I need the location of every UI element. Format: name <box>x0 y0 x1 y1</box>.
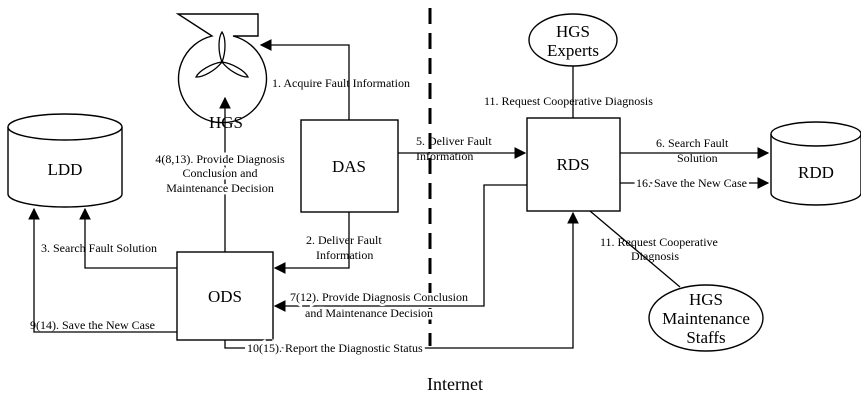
edge-9-label: 9(14). Save the New Case <box>30 318 155 332</box>
edge-save-new-case-ldd <box>28 207 177 333</box>
edge-1-label: 1. Acquire Fault Information <box>272 76 410 90</box>
edge-7-label-1: 7(12). Provide Diagnosis Conclusion <box>290 290 468 304</box>
rdd-label: RDD <box>798 163 834 182</box>
ods-node: ODS <box>176 251 274 341</box>
edge-request-coop-staffs <box>589 210 681 288</box>
edge-6-label-1: 6. Search Fault <box>656 136 729 150</box>
edge-11b-label-2: Diagnosis <box>631 249 679 263</box>
hgs-experts-node: HGS Experts <box>528 13 618 67</box>
hgs-experts-line-2: Experts <box>547 41 599 60</box>
edge-4-label-1: 4(8,13). Provide Diagnosis <box>155 152 285 166</box>
ldd-database: LDD <box>7 113 123 208</box>
ldd-label: LDD <box>48 160 83 179</box>
edge-report-diagnostic-status <box>224 211 579 349</box>
hgs-label: HGS <box>209 113 243 132</box>
edge-deliver-fault-info-ods <box>273 212 350 274</box>
hgs-experts-line-1: HGS <box>556 22 590 41</box>
edge-search-fault-solution-ldd <box>79 207 177 269</box>
edge-5-label-2: Information <box>416 149 473 163</box>
edge-2-label-1: 2. Deliver Fault <box>306 233 382 247</box>
edge-11b-label-1: 11. Request Cooperative <box>600 235 718 249</box>
das-node: DAS <box>300 119 399 213</box>
hgs-fan-icon <box>175 13 268 124</box>
edge-provide-conclusion-ods <box>273 184 527 312</box>
edge-10-label: 10(15). Report the Diagnostic Status <box>247 341 423 355</box>
edge-4-label-3: Maintenance Decision <box>166 181 274 195</box>
edge-3-label: 3. Search Fault Solution <box>41 241 157 255</box>
ods-label: ODS <box>208 287 242 306</box>
rds-node: RDS <box>526 117 621 212</box>
edge-2-label-2: Information <box>316 248 373 262</box>
rds-label: RDS <box>556 155 589 174</box>
hgs-staffs-line-1: HGS <box>689 290 723 309</box>
edge-acquire-fault-info <box>259 39 350 120</box>
edge-6-label-2: Solution <box>677 151 718 165</box>
edge-16-label: 16. Save the New Case <box>636 176 747 190</box>
edge-5-label-1: 5. Deliver Fault <box>416 134 492 148</box>
rdd-database: RDD <box>770 121 861 206</box>
edge-4-label-2: Conclusion and <box>183 166 258 180</box>
das-label: DAS <box>332 157 366 176</box>
edge-7-label-2: and Maintenance Decision <box>305 306 433 320</box>
hgs-staffs-line-2: Maintenance <box>662 309 750 328</box>
hgs-staffs-line-3: Staffs <box>686 328 725 347</box>
internet-label: Internet <box>427 374 483 394</box>
hgs-maintenance-staffs-node: HGS Maintenance Staffs <box>648 284 764 352</box>
edge-11a-label: 11. Request Cooperative Diagnosis <box>484 94 653 108</box>
